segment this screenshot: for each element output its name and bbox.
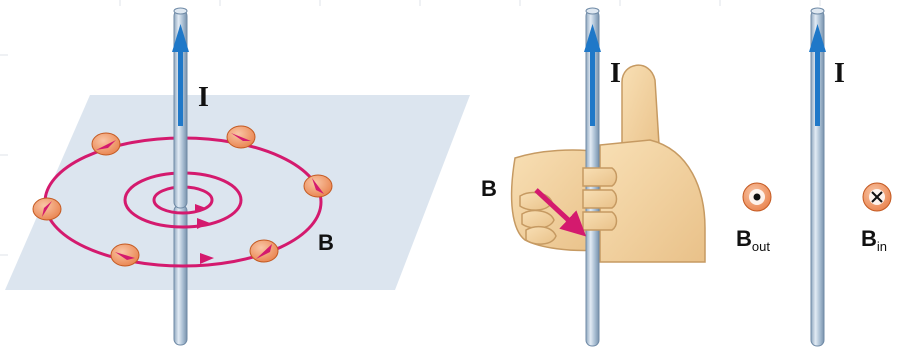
field-out-subscript: out: [752, 239, 770, 254]
panel-middle: I B: [481, 8, 705, 346]
field-out-label: Bout: [736, 226, 770, 254]
hand-fingers-front: [583, 168, 617, 230]
panel-right: I Bout Bin: [736, 8, 891, 346]
wire-top-cap: [174, 8, 187, 14]
hand-finger: [583, 190, 617, 208]
field-in-letter: B: [861, 226, 877, 251]
current-label: I: [198, 82, 209, 113]
wire-top-cap: [811, 8, 824, 14]
current-label: I: [834, 58, 845, 89]
compass-needle: [250, 240, 278, 262]
field-in-label: Bin: [861, 226, 887, 254]
current-label: I: [610, 58, 621, 89]
panel-left: I B: [5, 8, 470, 345]
cross-symbol-icon: [863, 183, 891, 211]
hand-finger: [583, 168, 617, 186]
compass-needle: [92, 133, 120, 155]
right-hand: [512, 65, 705, 262]
field-label: B: [318, 230, 334, 255]
wire-top-cap: [586, 8, 599, 14]
field-label: B: [481, 176, 497, 201]
dot-symbol-icon: [743, 183, 771, 211]
field-out-letter: B: [736, 226, 752, 251]
hand-finger: [583, 212, 617, 230]
field-in-subscript: in: [877, 239, 887, 254]
